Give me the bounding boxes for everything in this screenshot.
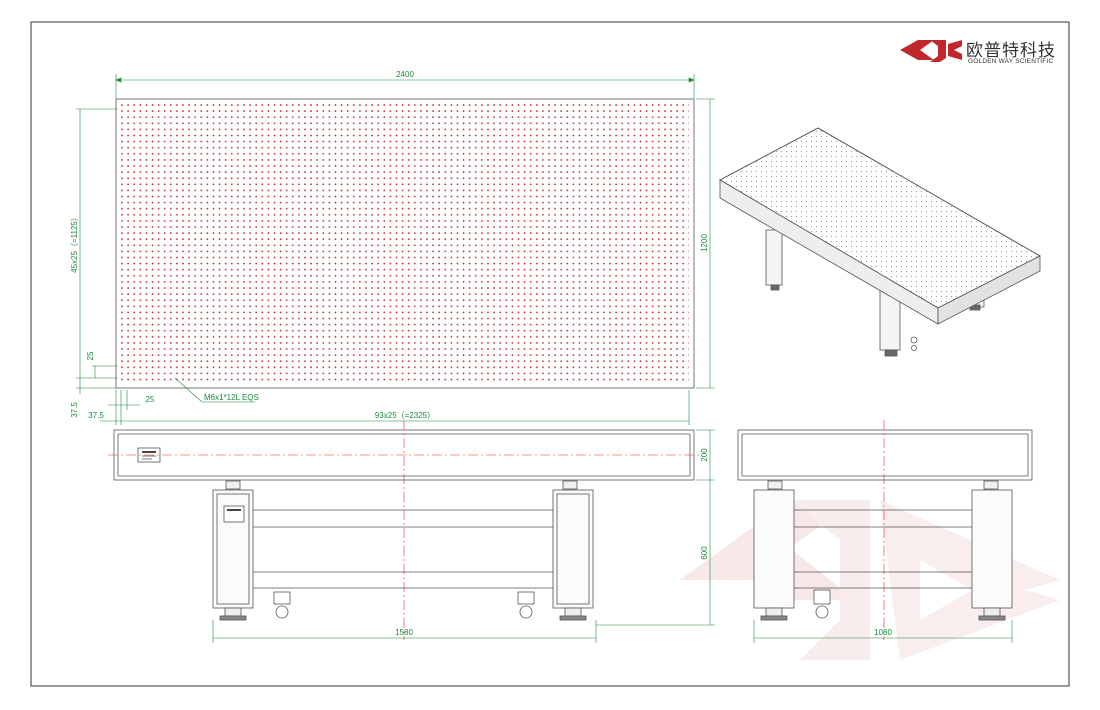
dim-leg-span-width: 1080 [874, 628, 892, 637]
dim-hole-pitch-y: 25 [86, 351, 95, 360]
dim-overall-width: 1200 [700, 234, 709, 252]
drawing-frame [30, 21, 1070, 687]
brand-name-cn: 欧普特科技 [966, 41, 1056, 61]
front-centerlines [108, 420, 700, 640]
dim-support-height: 600 [700, 546, 709, 560]
dim-overall-length: 2400 [396, 70, 414, 79]
dim-edge-offset-x: 37.5 [88, 411, 104, 420]
dim-leg-span-length: 1580 [395, 628, 413, 637]
isometric-view [719, 127, 1041, 357]
dim-hole-rows: 45x25（=1125） [70, 213, 79, 273]
brand-name-en: GOLDEN WAY SCIENTIFIC [968, 58, 1054, 65]
side-elevation [737, 429, 1033, 621]
dim-edge-offset-y: 37.5 [70, 402, 79, 418]
dim-hole-cols: 93x25（=2325） [375, 411, 435, 420]
plan-view [115, 98, 695, 389]
front-dimensions [212, 429, 715, 643]
plan-dimensions [76, 74, 715, 425]
dim-hole-pitch-x: 25 [146, 395, 155, 404]
thread-note: M6x1*12L EQS [204, 393, 259, 402]
brand-logo-mark [900, 40, 962, 62]
side-dimensions [753, 620, 1013, 643]
dim-top-thickness: 200 [700, 448, 709, 462]
